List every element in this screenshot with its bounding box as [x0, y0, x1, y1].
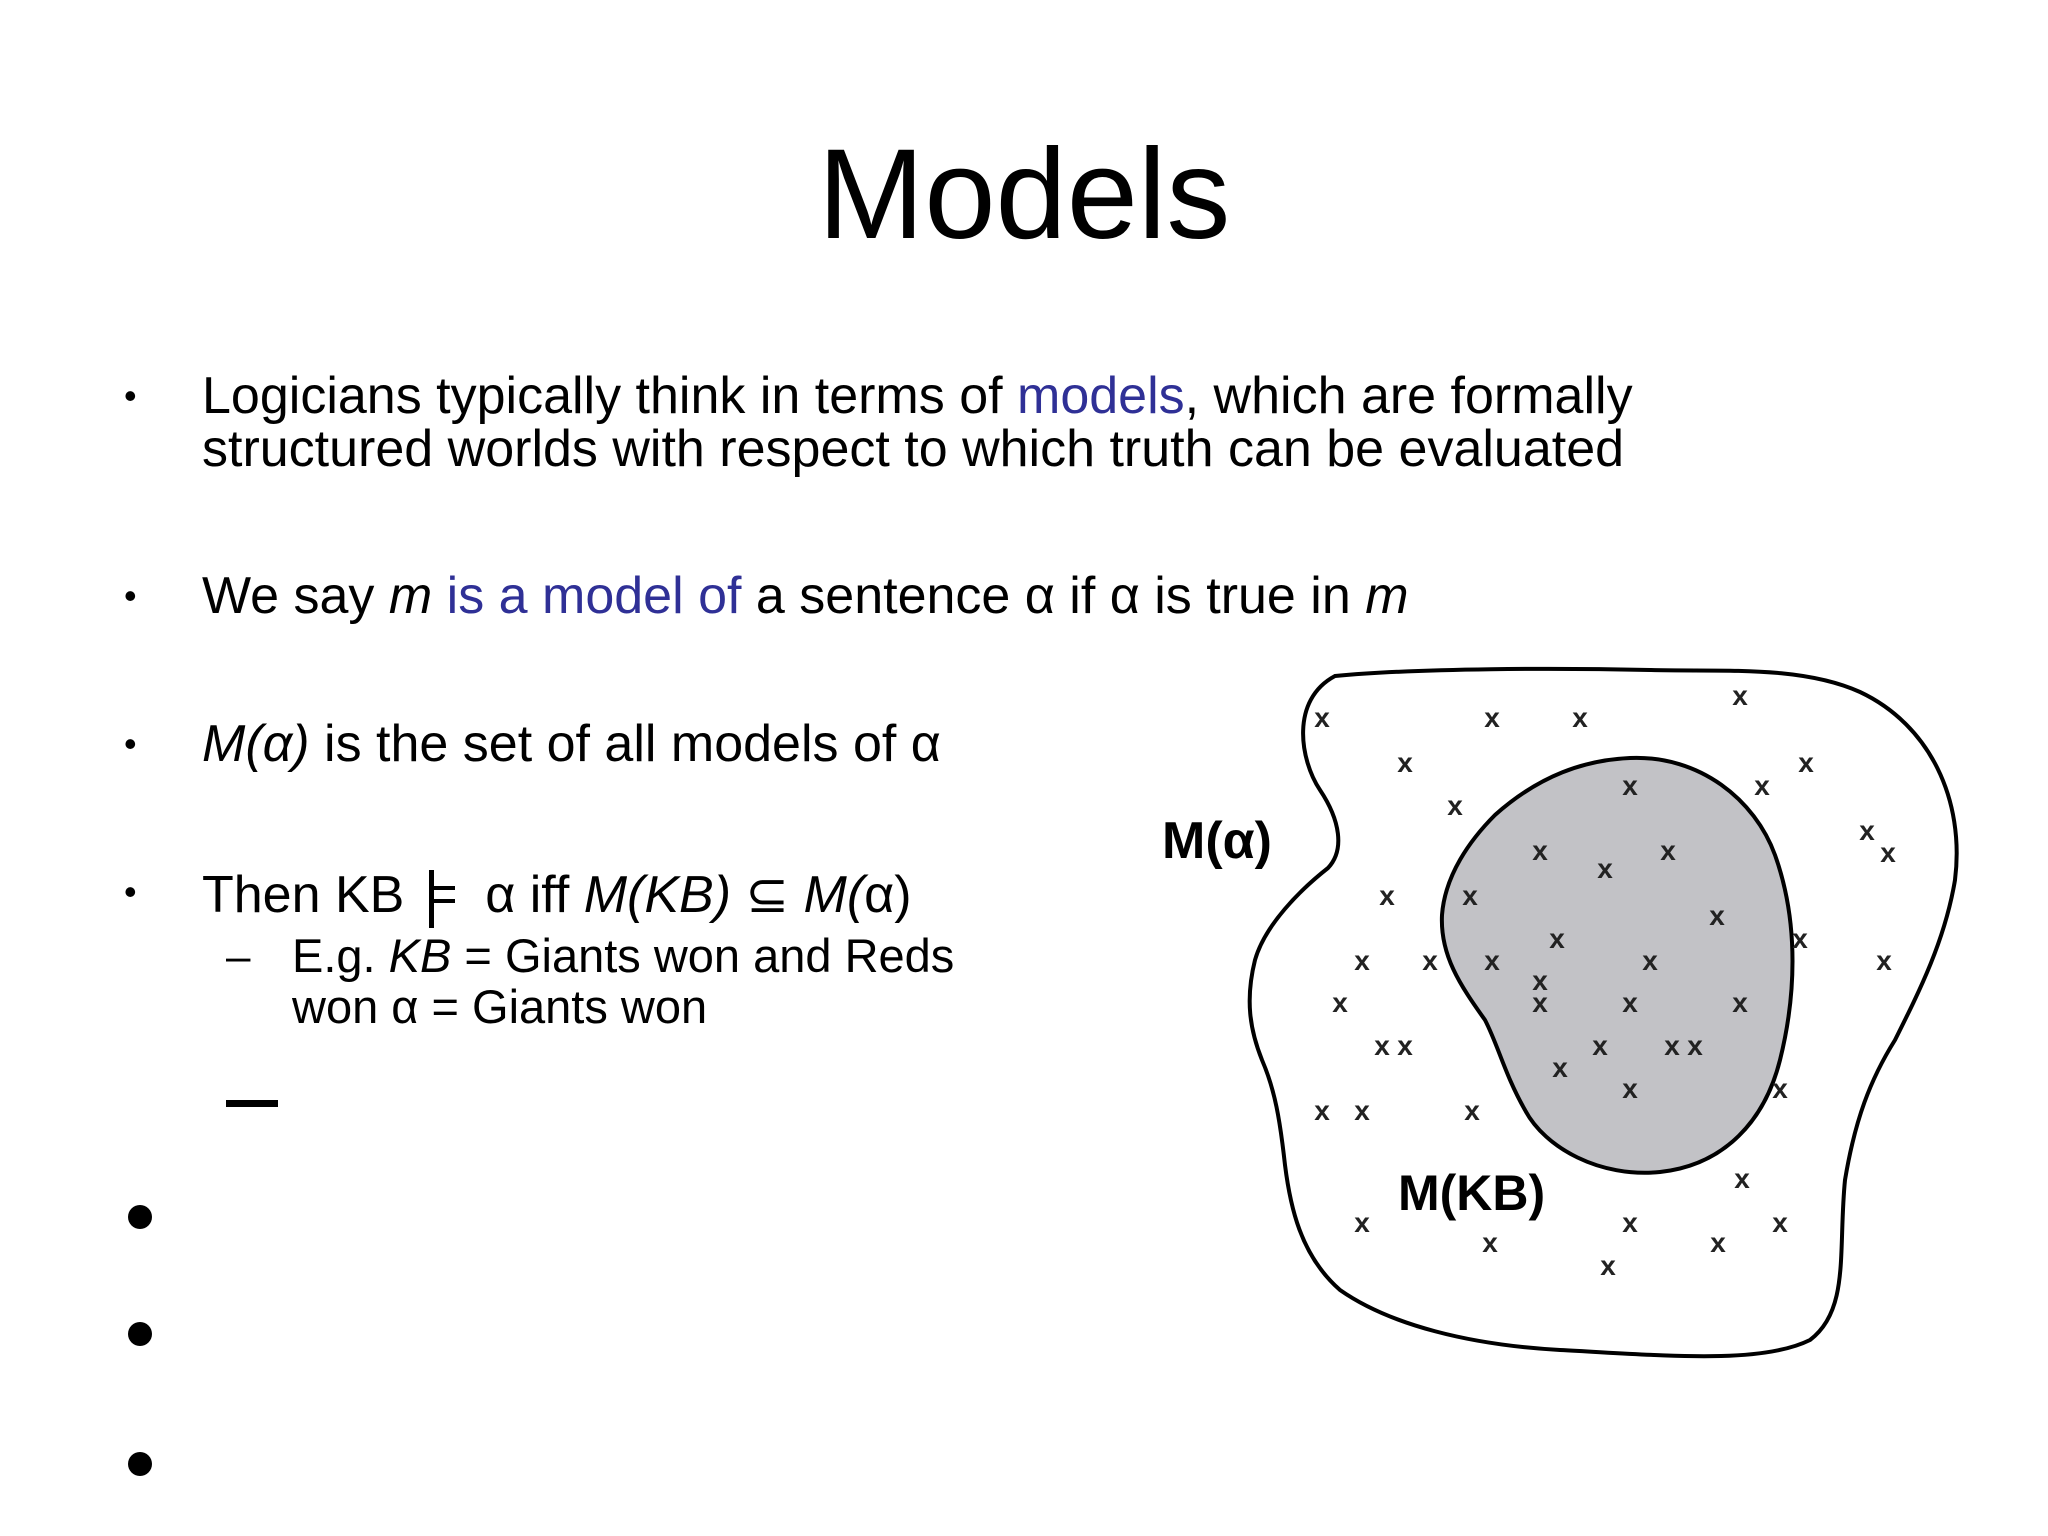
model-marker: x	[1710, 1227, 1726, 1258]
empty-bullet	[128, 1205, 152, 1229]
model-variable: m	[388, 567, 433, 625]
model-marker: x	[1532, 835, 1548, 866]
sub-bullet-text-end: = Giants won and Reds	[451, 929, 955, 982]
models-set-symbol: M(α)	[202, 715, 310, 773]
model-marker: x	[1314, 1095, 1330, 1126]
model-marker: x	[1484, 945, 1500, 976]
kb-symbol: KB	[388, 929, 452, 982]
bullet-4: Then KB α iff M(KB) ⊆ M(α)	[202, 866, 912, 928]
model-marker: x	[1622, 770, 1638, 801]
bullet-2-text-mid: a sentence α if α is true in	[741, 567, 1366, 625]
models-term: models	[1017, 367, 1185, 425]
alpha-symbol: α)	[864, 866, 912, 924]
bullet-4-text-mid: α iff	[470, 866, 584, 924]
sub-bullet-line-2: won α = Giants won	[292, 980, 708, 1033]
model-marker: x	[1592, 1030, 1608, 1061]
model-marker: x	[1354, 1095, 1370, 1126]
model-marker: x	[1397, 747, 1413, 778]
model-marker: x	[1792, 923, 1808, 954]
model-marker: x	[1798, 747, 1814, 778]
model-marker: x	[1687, 1030, 1703, 1061]
model-marker: x	[1532, 965, 1548, 996]
model-variable: m	[1365, 567, 1409, 625]
model-marker: x	[1622, 987, 1638, 1018]
sub-bullet: E.g. KB = Giants won and Reds won α = Gi…	[292, 930, 954, 1032]
bullet-2-text: We say	[202, 567, 389, 625]
model-marker: x	[1397, 1030, 1413, 1061]
entails-symbol	[419, 866, 471, 928]
model-marker: x	[1374, 1030, 1390, 1061]
model-marker: x	[1462, 880, 1478, 911]
bullet-1-text-end: , which are formally	[1184, 367, 1633, 425]
model-marker: x	[1734, 1163, 1750, 1194]
model-marker: x	[1732, 987, 1748, 1018]
model-marker: x	[1597, 853, 1613, 884]
model-marker: x	[1664, 1030, 1680, 1061]
bullet-4-text: Then KB	[202, 866, 419, 924]
model-marker: x	[1354, 1207, 1370, 1238]
model-marker: x	[1354, 945, 1370, 976]
bullet-3: M(α) is the set of all models of α	[202, 718, 941, 771]
subset-symbol: ⊆	[731, 866, 804, 924]
model-marker: x	[1709, 900, 1725, 931]
model-marker: x	[1880, 837, 1896, 868]
inner-blob	[1439, 755, 1795, 1175]
outer-set-label: M(α)	[1162, 812, 1272, 870]
model-marker: x	[1332, 987, 1348, 1018]
model-marker: x	[1642, 945, 1658, 976]
model-marker: x	[1379, 880, 1395, 911]
model-marker: x	[1422, 945, 1438, 976]
model-marker: x	[1464, 1095, 1480, 1126]
model-marker: x	[1754, 770, 1770, 801]
model-marker: x	[1314, 702, 1330, 733]
model-marker: x	[1552, 1052, 1568, 1083]
bullet-marker: •	[124, 723, 137, 764]
model-marker: x	[1484, 702, 1500, 733]
bullet-1-line-2: structured worlds with respect to which …	[202, 420, 1625, 478]
model-marker: x	[1572, 702, 1588, 733]
models-kb-symbol: M(KB)	[583, 866, 732, 924]
model-marker: x	[1622, 1073, 1638, 1104]
model-marker: x	[1622, 1207, 1638, 1238]
model-marker: x	[1876, 945, 1892, 976]
bullet-2: We say m is a model of a sentence α if α…	[202, 570, 1409, 623]
model-marker: x	[1482, 1227, 1498, 1258]
sub-bullet-marker: –	[226, 932, 251, 981]
bullet-1: Logicians typically think in terms of mo…	[202, 370, 1633, 476]
model-of-term: is a model of	[432, 567, 742, 625]
model-marker: x	[1447, 790, 1463, 821]
model-marker: x	[1772, 1207, 1788, 1238]
bullet-marker: •	[124, 375, 137, 416]
bullet-3-text: is the set of all models of α	[309, 715, 941, 773]
inner-set-label: M(KB)	[1398, 1165, 1545, 1221]
models-set-symbol: M(	[803, 866, 865, 924]
model-marker: x	[1859, 815, 1875, 846]
slide-title: Models	[817, 123, 1231, 266]
model-marker: x	[1660, 835, 1676, 866]
model-marker: x	[1600, 1250, 1616, 1281]
empty-bullet	[128, 1452, 152, 1476]
model-marker: x	[1772, 1073, 1788, 1104]
model-marker: x	[1549, 923, 1565, 954]
bullet-marker: •	[124, 871, 137, 912]
empty-sub-bullet	[226, 1100, 278, 1107]
bullet-1-text: Logicians typically think in terms of	[202, 367, 1018, 425]
bullet-marker: •	[124, 575, 137, 616]
empty-bullet	[128, 1322, 152, 1346]
sub-bullet-text: E.g.	[292, 929, 389, 982]
model-marker: x	[1532, 987, 1548, 1018]
model-marker: x	[1732, 680, 1748, 711]
